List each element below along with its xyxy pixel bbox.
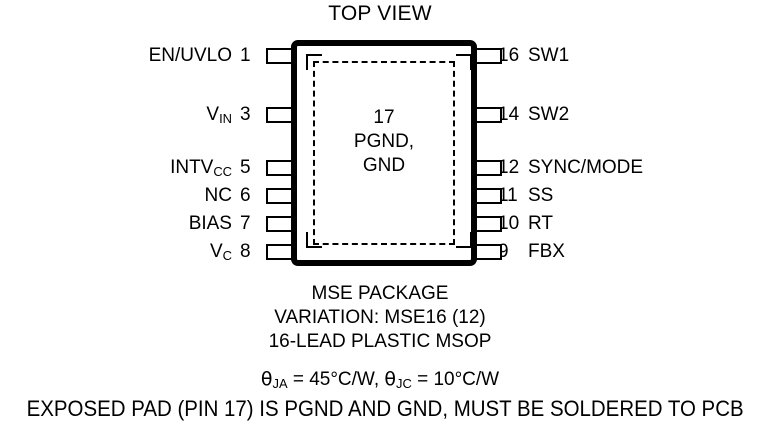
pin-name-10: RT [528,213,553,234]
pin-name-5-subscript: CC [213,163,232,179]
pin-lead-6 [266,188,293,204]
pin-number-14: 14 [498,104,520,125]
page-title: TOP VIEW [328,2,432,25]
pin-label-8: VC 8 [0,241,262,263]
pad-corner-bottom-left [306,232,322,248]
pin-number-7: 7 [240,213,251,234]
pad-line-2: PGND, [353,131,415,152]
pad-line-1: 17 [373,107,395,128]
pin-name-9: FBX [528,241,565,262]
pin-name-11: SS [528,185,554,206]
pad-corner-top-right [456,54,472,70]
pin-number-8: 8 [240,241,251,262]
pin-lead-5 [266,160,293,176]
pin-name-16: SW1 [528,45,570,66]
pin-name-6: NC [204,185,232,206]
pin-label-3: VIN 3 [0,104,262,126]
pin-name-12: SYNC/MODE [528,157,644,178]
pin-number-10: 10 [498,213,520,234]
theta-jc-value: = 10°C/W [417,369,500,390]
caption-lead-count: 16-LEAD PLASTIC MSOP [268,331,492,352]
pin-lead-14 [475,107,502,123]
pin-lead-8 [266,244,293,260]
pin-number-1: 1 [240,45,251,66]
caption-thermal-resistance: θJA = 45°C/W, θJC = 10°C/W [0,368,760,391]
pin-name-7: BIAS [188,213,232,234]
pin-label-7: BIAS 7 [0,213,262,234]
pin-name-14: SW2 [528,104,570,125]
pin-label-10: 10 RT [498,213,553,234]
pin-lead-12 [475,160,502,176]
pin-lead-10 [475,216,502,232]
pin-lead-7 [266,216,293,232]
pin-label-12: 12 SYNC/MODE [498,157,644,178]
theta-ja-value: = 45°C/W, [292,369,380,390]
pin-name-8-subscript: C [222,247,232,263]
pin-lead-16 [475,48,502,64]
pad-line-3: GND [362,155,406,176]
pin-label-5: INTVCC 5 [0,157,262,179]
pin-name-5: INTVCC [170,157,232,179]
theta-symbol-ja: θ [260,368,273,390]
pin-label-11: 11 SS [498,185,554,206]
theta-jc-subscript: JC [396,375,412,391]
pad-corner-bottom-right [456,232,472,248]
theta-ja-subscript: JA [272,375,288,391]
pad-corner-top-left [306,54,322,70]
pin-label-14: 14 SW2 [498,104,570,125]
pin-lead-9 [475,244,502,260]
pin-lead-1 [266,48,293,64]
pin-number-16: 16 [498,45,520,66]
pin-number-9: 9 [498,241,509,262]
caption-exposed-pad-note: EXPOSED PAD (PIN 17) IS PGND AND GND, MU… [26,396,744,421]
pin-number-3: 3 [240,104,251,125]
caption-variation: VARIATION: MSE16 (12) [274,307,486,328]
pin-label-1: EN/UVLO 1 [0,45,262,66]
theta-symbol-jc: θ [384,368,397,390]
caption-package-name: MSE PACKAGE [311,283,449,304]
pin-name-8: VC [209,241,232,263]
pin-label-9: 9 FBX [498,241,565,262]
pin-name-1: EN/UVLO [148,45,232,66]
pin-number-11: 11 [498,185,518,206]
pin-lead-3 [266,107,293,123]
pin-label-6: NC 6 [0,185,262,206]
pin-number-6: 6 [240,185,251,206]
exposed-pad-label: 17 PGND, GND [291,106,477,178]
pin-name-3-subscript: IN [219,110,232,126]
exposed-pad-outline [313,61,455,245]
pin-number-5: 5 [240,157,251,178]
pin-lead-11 [475,188,502,204]
pin-name-3: VIN [206,104,232,126]
pin-label-16: 16 SW1 [498,45,570,66]
package-body-outline [291,40,477,266]
pin-number-12: 12 [498,157,520,178]
